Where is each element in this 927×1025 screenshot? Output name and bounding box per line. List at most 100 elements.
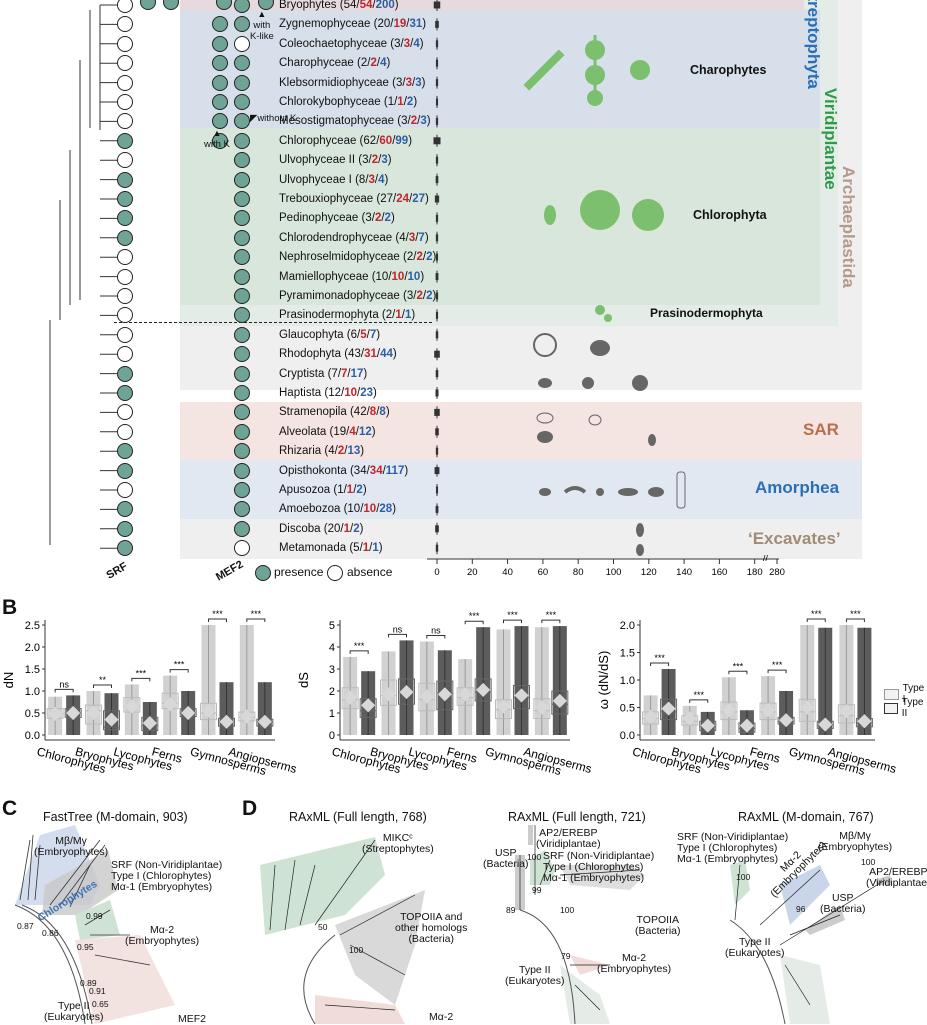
- count-type1: 2: [416, 290, 423, 302]
- taxon-label: Discoba (20/1/2): [279, 522, 364, 535]
- count-strip-box: [434, 195, 440, 203]
- count-type1: 3: [408, 231, 416, 244]
- y-tick-label: 2.0: [620, 620, 635, 632]
- taxon-name: Rhizaria: [279, 445, 322, 458]
- support-value: 0.86: [42, 928, 59, 938]
- count-type1: 24: [396, 193, 410, 205]
- box-type-i: [418, 682, 436, 712]
- taxon-name: Alveolata: [279, 425, 327, 438]
- panel-c-clade-type2: Type II(Eukaryotes): [44, 1000, 104, 1023]
- significance-bracket: [93, 684, 112, 688]
- significance-bracket: [464, 620, 484, 625]
- glaucophyte-icon: [533, 333, 557, 357]
- panel-c-tree: [14, 825, 175, 1024]
- mean-diamond: [458, 687, 473, 702]
- significance-bracket: [349, 650, 369, 654]
- taxon-name: Rhodophyta: [279, 348, 342, 361]
- clade-ap2-d3-shading: [875, 875, 892, 885]
- count-type2: 27: [412, 193, 426, 205]
- mean-diamond: [86, 705, 101, 721]
- support-value: 100: [861, 857, 876, 867]
- taxon-label: Haptista (12/10/23): [279, 387, 377, 399]
- count-type1: 2: [337, 445, 345, 458]
- y-axis-label: ω (dN/dS): [596, 651, 611, 710]
- other-eukaryote-illustrations: [533, 333, 686, 556]
- count-total: 62: [363, 134, 377, 147]
- tree-internal-branches: [49, 5, 101, 545]
- box-type-i: [341, 687, 359, 710]
- significance-label: ns: [431, 626, 441, 636]
- box-type-ii: [398, 678, 415, 705]
- axis-tick-label: 60: [538, 567, 549, 578]
- panel-d3-clade-type2: Type II(Eukaryotes): [725, 936, 785, 959]
- label-viridiplantae: Viridiplantae: [821, 88, 840, 190]
- radiolarian-icon: [632, 375, 648, 391]
- mef2-absent-dot: [234, 35, 250, 52]
- mef2-present-dot: [234, 94, 250, 110]
- panel-b-letter: B: [2, 596, 18, 619]
- panel-d3-clade-mbeta: Mβ/Mγ(Embryophytes): [818, 830, 893, 853]
- taxon-name: Opisthokonta: [279, 464, 347, 477]
- support-value: 100: [736, 872, 751, 882]
- annotation-with-k-like: ▲ with K-like: [250, 9, 274, 42]
- count-type1: 3: [368, 173, 375, 186]
- count-total: 3: [406, 290, 414, 302]
- count-type2: 4: [378, 173, 385, 186]
- mef2-present-dot: [234, 191, 250, 207]
- y-tick-label: 1.5: [620, 648, 635, 660]
- panel-d3-clade-srf: SRF (Non-Viridiplantae)Type I (Chlorophy…: [677, 831, 789, 865]
- count-type2: 99: [395, 134, 409, 147]
- count-type2: 17: [350, 367, 364, 380]
- mef2-column-label: MEF2: [213, 558, 246, 584]
- charophyte-illustrations: [523, 35, 650, 106]
- count-type2: 31: [409, 18, 423, 31]
- box-type-ii: [513, 685, 530, 710]
- count-type1: 5: [360, 328, 367, 341]
- panel-d1-title: RAxML (Full length, 768): [289, 810, 427, 824]
- mean-diamond: [682, 711, 697, 726]
- count-type2: 8: [379, 406, 386, 419]
- count-type2: 7: [369, 328, 377, 341]
- mef2-present-dot: [234, 268, 250, 285]
- taxon-name: Metamonada: [279, 542, 347, 555]
- mean-diamond: [181, 705, 196, 721]
- count-type1: 2: [370, 57, 377, 70]
- panel-d3-clade-ap2: AP2/EREBP(Viridiplantae): [866, 866, 927, 889]
- support-value: 100: [527, 852, 542, 862]
- count-total: 7: [331, 367, 338, 380]
- taxon-name: Pyramimonadophyceae: [279, 290, 400, 302]
- box-type-i: [533, 698, 551, 719]
- band-amorphea: [180, 460, 862, 519]
- count-strip-box: [435, 40, 439, 48]
- taxon-label: Ulvophyceae II (3/2/3): [279, 154, 392, 167]
- panel-d1-tree: [260, 837, 425, 1024]
- panel-c-clade-mef2: MEF2: [178, 1013, 207, 1025]
- count-total: 5: [353, 542, 360, 555]
- srf-present-dot: [117, 540, 133, 557]
- count-strip-box: [433, 137, 441, 145]
- axis-tick-label: 120: [641, 567, 657, 578]
- y-tick-label: 0.0: [620, 730, 635, 742]
- taxon-name: Chlorophyceae: [279, 134, 357, 147]
- mef2-k-domain-dot: [212, 74, 228, 91]
- box-type-i: [759, 702, 777, 721]
- srf-present-dot: [117, 520, 133, 537]
- y-tick-label: 0.5: [25, 708, 40, 720]
- panel-d3-clade-usp: USP(Bacteria): [820, 892, 866, 915]
- taxon-label: Prasinodermophyta (2/1/1): [279, 309, 416, 322]
- taxon-label: Pedinophyceae (3/2/2): [279, 212, 395, 225]
- count-total: 12: [328, 387, 342, 399]
- srf-present-dot: [117, 462, 133, 479]
- taxon-label: Chlorodendrophyceae (4/3/7): [279, 231, 429, 244]
- clade-type2-d2-shading: [560, 965, 610, 1024]
- significance-label: ***: [174, 660, 185, 670]
- taxon-name: Coleochaetophyceae: [279, 37, 388, 50]
- taxon-label: Opisthokonta (34/34/117): [279, 464, 409, 477]
- mef2-present-dot: [234, 171, 250, 188]
- count-total: 20: [327, 522, 341, 535]
- count-type2: 2: [356, 484, 363, 496]
- taxon-name: Zygnemophyceae: [279, 18, 371, 31]
- axis-break: //: [763, 555, 769, 563]
- srf-present-dot: [117, 191, 133, 207]
- count-strip-box: [434, 467, 440, 475]
